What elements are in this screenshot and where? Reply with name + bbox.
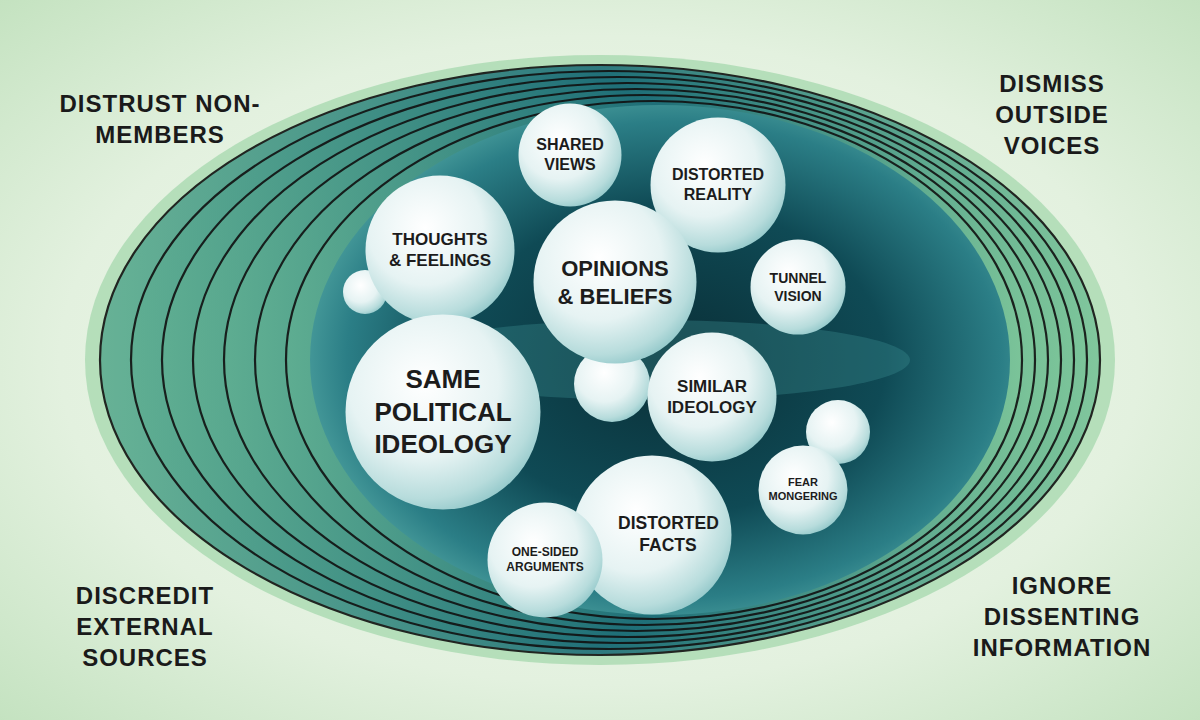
- bubble: TUNNEL VISION: [750, 239, 846, 335]
- bubble-shape: [365, 175, 515, 325]
- bubble-label: ONE-SIDED ARGUMENTS: [500, 545, 590, 575]
- bubble: ONE-SIDED ARGUMENTS: [487, 502, 603, 618]
- bubble-label: SAME POLITICAL IDEOLOGY: [363, 363, 523, 461]
- bubble-label: SIMILAR IDEOLOGY: [659, 376, 765, 419]
- bubble: THOUGHTS & FEELINGS: [365, 175, 515, 325]
- bubble: SAME POLITICAL IDEOLOGY: [345, 314, 541, 510]
- bubble: OPINIONS & BELIEFS: [533, 200, 697, 364]
- bubble-label: DISTORTED REALITY: [662, 165, 774, 205]
- bubble: SIMILAR IDEOLOGY: [647, 332, 777, 462]
- bubble: SHARED VIEWS: [518, 103, 622, 207]
- bubble-label: TUNNEL VISION: [760, 270, 836, 305]
- bubble-shape: [533, 200, 697, 364]
- bubble-shape: [647, 332, 777, 462]
- bubble-label: THOUGHTS & FEELINGS: [384, 229, 496, 272]
- bubble-label: SHARED VIEWS: [527, 135, 613, 175]
- bubble-label: FEAR MONGERING: [764, 476, 842, 504]
- bubble-label: DISTORTED FACTS: [618, 513, 718, 557]
- bubble-label: OPINIONS & BELIEFS: [551, 255, 679, 310]
- corner-label: DISTRUST NON-MEMBERS: [40, 88, 280, 150]
- bubble: FEAR MONGERING: [758, 445, 848, 535]
- corner-label: IGNORE DISSENTING INFORMATION: [960, 570, 1165, 664]
- corner-label: DISCREDIT EXTERNAL SOURCES: [60, 580, 230, 674]
- bubble-shape: [518, 103, 622, 207]
- corner-label: DISMISS OUTSIDE VOICES: [967, 68, 1137, 162]
